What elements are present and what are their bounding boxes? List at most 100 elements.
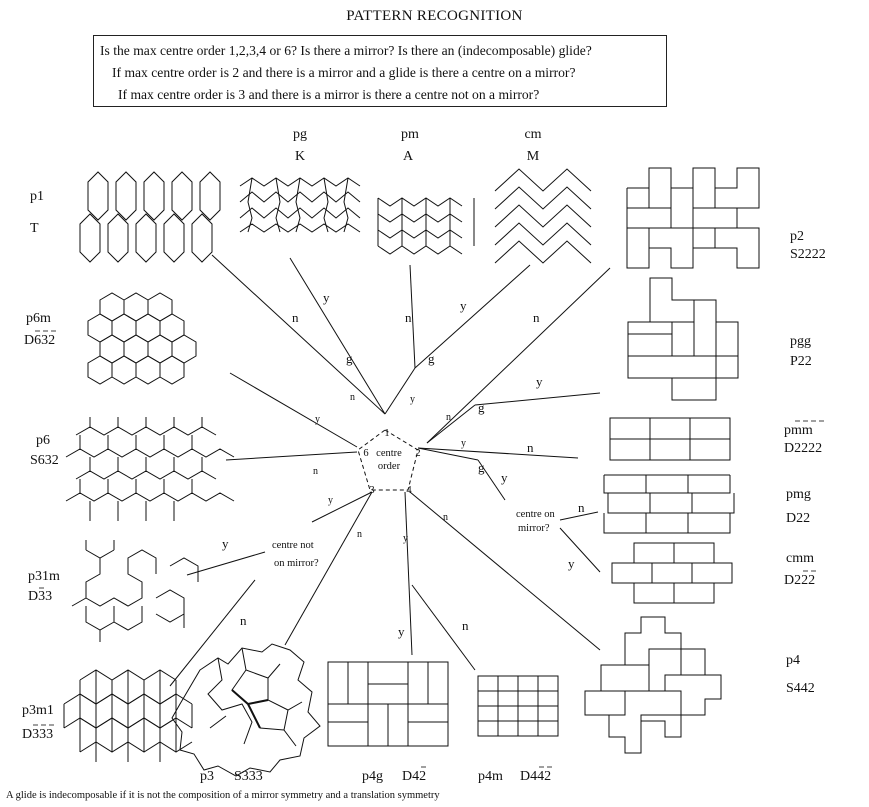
line-com-n-pmg xyxy=(559,511,599,521)
decision-centre-on-mirror-line1: centre on xyxy=(516,509,556,520)
group-p1-notation: T xyxy=(30,221,39,236)
group-p4m-notation: D442 xyxy=(520,769,551,784)
question-box: Is the max centre order 1,2,3,4 or 6? Is… xyxy=(93,35,667,107)
edge-label-n: n xyxy=(357,529,362,540)
line-2-y-trunk xyxy=(417,447,479,461)
edge-label-n: n xyxy=(527,440,534,455)
group-cmm-notation: D222 xyxy=(784,573,815,588)
pattern-pmg xyxy=(603,474,735,534)
group-p3-notation: S333 xyxy=(234,769,263,784)
group-p3m1-notation: D333 xyxy=(22,727,53,742)
edge-label-y: y xyxy=(536,374,543,389)
pattern-recognition-diagram: 1 2 3 4 6 centre order centre on mirror?… xyxy=(22,127,826,784)
line-1-trunk xyxy=(384,367,416,415)
line-6-y-p6 xyxy=(225,451,358,461)
pattern-p6 xyxy=(65,417,235,521)
pattern-p4m xyxy=(477,675,559,737)
decision-lines xyxy=(169,254,611,687)
footnote: A glide is indecomposable if it is not t… xyxy=(6,790,440,801)
line-2-y-pgg xyxy=(474,392,601,406)
group-p4-name: p4 xyxy=(786,653,800,668)
edge-label-n: n xyxy=(446,412,451,423)
hub-order-3: 3 xyxy=(369,485,374,496)
edge-label-y: y xyxy=(568,556,575,571)
edge-label-n: n xyxy=(462,618,469,633)
edge-label-g: g xyxy=(478,400,485,415)
pattern-pgg xyxy=(627,277,739,401)
edge-label-y: y xyxy=(501,470,508,485)
line-3-n-p3 xyxy=(284,491,373,646)
hub-order-1: 1 xyxy=(384,428,389,439)
question-line-1: Is the max centre order 1,2,3,4 or 6? Is… xyxy=(100,43,592,58)
edge-label-n: n xyxy=(313,466,318,477)
group-pg-notation: K xyxy=(295,149,305,164)
edge-label-y: y xyxy=(461,438,466,449)
group-p4g-notation: D42 xyxy=(402,769,426,784)
hub-order-2: 2 xyxy=(415,448,420,459)
line-6-n-p6m xyxy=(229,372,358,448)
group-p31m-name: p31m xyxy=(28,569,60,584)
line-2-y-g-y xyxy=(477,459,506,501)
question-line-3: If max centre order is 3 and there is a … xyxy=(118,87,540,102)
group-p6-notation: S632 xyxy=(30,453,59,468)
pattern-pmm xyxy=(609,417,731,461)
group-pgg-name: pgg xyxy=(790,334,811,349)
hub-label-line2: order xyxy=(378,461,401,472)
group-p3-name: p3 xyxy=(200,769,214,784)
edge-label-y: y xyxy=(403,533,408,544)
edge-label-y: y xyxy=(323,290,330,305)
edge-label-y: y xyxy=(410,394,415,405)
pattern-p6m xyxy=(87,292,197,385)
group-p2-name: p2 xyxy=(790,229,804,244)
page-title: PATTERN RECOGNITION xyxy=(346,8,523,24)
edge-label-n: n xyxy=(292,310,299,325)
pattern-p1 xyxy=(79,171,221,263)
hub-label-line1: centre xyxy=(376,448,402,459)
line-4-n-p4 xyxy=(409,491,601,651)
decision-centre-not-on-mirror-line1: centre not xyxy=(272,540,314,551)
question-line-2: If max centre order is 2 and there is a … xyxy=(112,65,576,80)
line-4-y-n-p4m xyxy=(411,584,476,671)
edge-label-n: n xyxy=(533,310,540,325)
line-1-n-pm xyxy=(409,264,416,369)
group-pm-name: pm xyxy=(401,127,419,142)
group-p4-notation: S442 xyxy=(786,681,815,696)
group-pmg-notation: D22 xyxy=(786,511,810,526)
group-cm-notation: M xyxy=(527,149,540,164)
edge-label-y: y xyxy=(460,298,467,313)
pattern-cm xyxy=(494,168,592,264)
edge-label-g: g xyxy=(478,460,485,475)
decision-centre-not-on-mirror-line2: on mirror? xyxy=(274,558,319,569)
edge-label-n: n xyxy=(443,512,448,523)
edge-label-y: y xyxy=(398,624,405,639)
group-pgg-notation: P22 xyxy=(790,354,812,369)
pattern-p2 xyxy=(626,167,760,269)
line-1-n-p1 xyxy=(211,254,386,415)
group-p3m1-name: p3m1 xyxy=(22,703,54,718)
centre-order-hub xyxy=(357,429,419,491)
pattern-pm xyxy=(377,197,475,255)
pattern-p4 xyxy=(584,616,722,754)
line-cnm-y-p31m xyxy=(186,551,266,576)
hub-order-4: 4 xyxy=(406,485,412,496)
pattern-p3 xyxy=(171,643,321,777)
line-com-y-cmm xyxy=(559,527,601,573)
edge-label-y: y xyxy=(328,495,333,506)
pattern-cmm xyxy=(611,542,733,604)
decision-centre-on-mirror-line2: mirror? xyxy=(518,523,550,534)
group-cm-name: cm xyxy=(524,127,541,142)
pattern-p31m xyxy=(71,540,199,642)
edge-label-n: n xyxy=(405,310,412,325)
edge-label-n: n xyxy=(350,392,355,403)
group-p6m-notation: D632 xyxy=(24,333,55,348)
group-cmm-name: cmm xyxy=(786,551,814,566)
edge-label-y: y xyxy=(222,536,229,551)
pattern-p3m1 xyxy=(63,669,193,762)
group-p6-name: p6 xyxy=(36,433,50,448)
group-p6m-name: p6m xyxy=(26,311,51,326)
group-p4g-name: p4g xyxy=(362,769,383,784)
pattern-pg xyxy=(239,177,361,233)
group-p4m-name: p4m xyxy=(478,769,503,784)
group-pmg-name: pmg xyxy=(786,487,811,502)
line-2-g-trunk xyxy=(426,404,476,444)
